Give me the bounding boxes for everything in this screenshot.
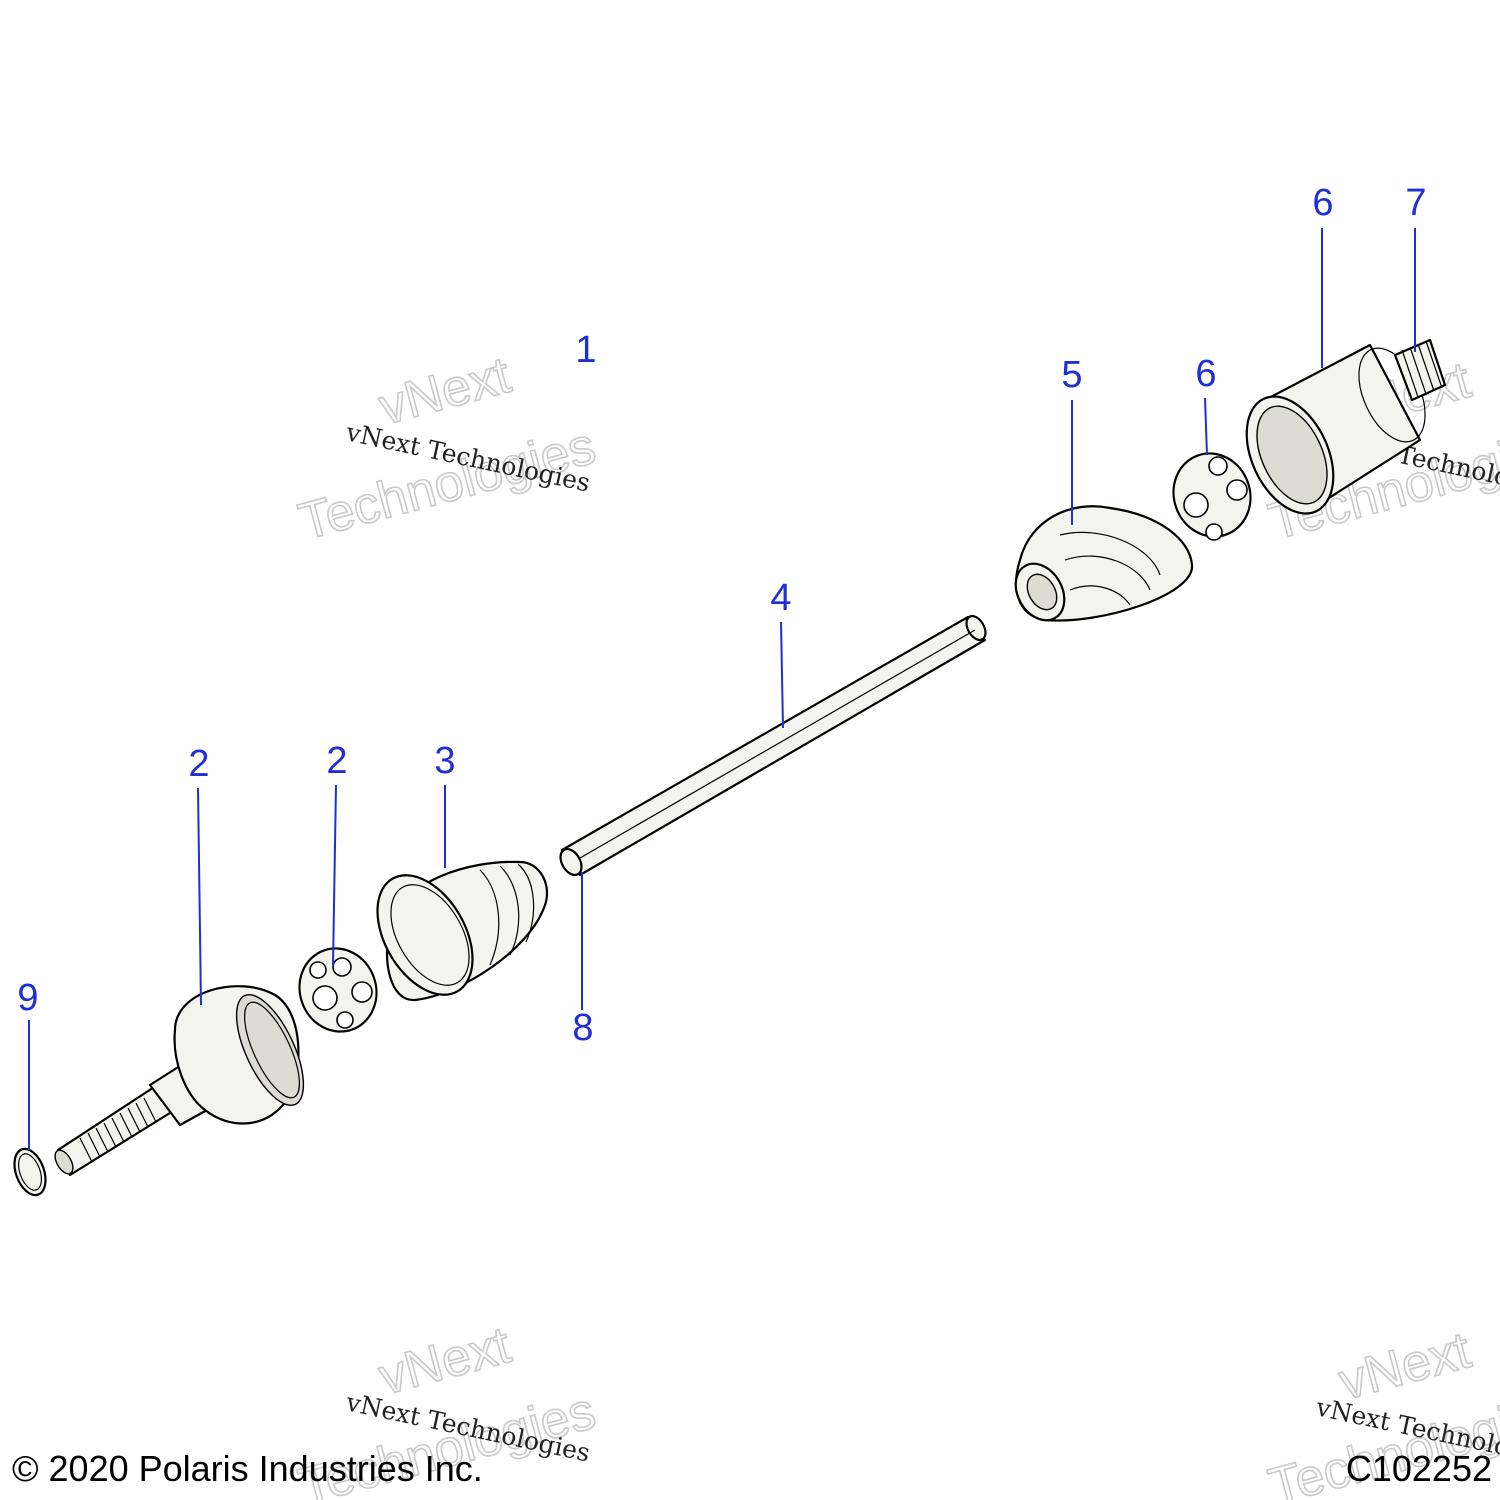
callout-9: 9	[17, 977, 38, 1019]
watermark-top-center: vNext Technologies vNext Technologies	[292, 345, 602, 552]
outer-boot-part[interactable]	[358, 859, 549, 1012]
snap-ring-part[interactable]	[9, 1145, 52, 1200]
callout-1: 1	[575, 329, 596, 371]
watermark-line1: vNext	[373, 346, 517, 437]
callout-6-housing: 6	[1312, 182, 1333, 224]
leader-lines	[28, 228, 1416, 1150]
watermark-line1: vNext	[373, 1316, 517, 1407]
watermark-line1: vNext	[1333, 1321, 1477, 1412]
callout-6-cage: 6	[1195, 353, 1216, 395]
inner-housing-part[interactable]	[1229, 338, 1438, 527]
callout-7: 7	[1405, 182, 1426, 224]
axle-shaft-part[interactable]	[556, 613, 989, 879]
figure-id: C102252	[1345, 1448, 1492, 1489]
inner-boot-part[interactable]	[1006, 505, 1194, 629]
ball-cage-outer-part[interactable]	[288, 938, 388, 1043]
callout-labels: 1 2 2 3 4 5 6 6 7 8 9	[17, 182, 1426, 1049]
callout-2-cage: 2	[326, 740, 347, 782]
ball-cage-inner-part[interactable]	[1162, 443, 1262, 548]
inner-stub-shaft-part[interactable]	[1393, 338, 1447, 402]
callout-5: 5	[1061, 354, 1082, 396]
callout-2-outer-joint: 2	[188, 743, 209, 785]
copyright-notice: © 2020 Polaris Industries Inc.	[12, 1448, 483, 1489]
outer-cv-joint-part[interactable]	[51, 985, 317, 1177]
callout-8: 8	[572, 1007, 593, 1049]
callout-4: 4	[770, 577, 791, 619]
callout-3: 3	[434, 740, 455, 782]
